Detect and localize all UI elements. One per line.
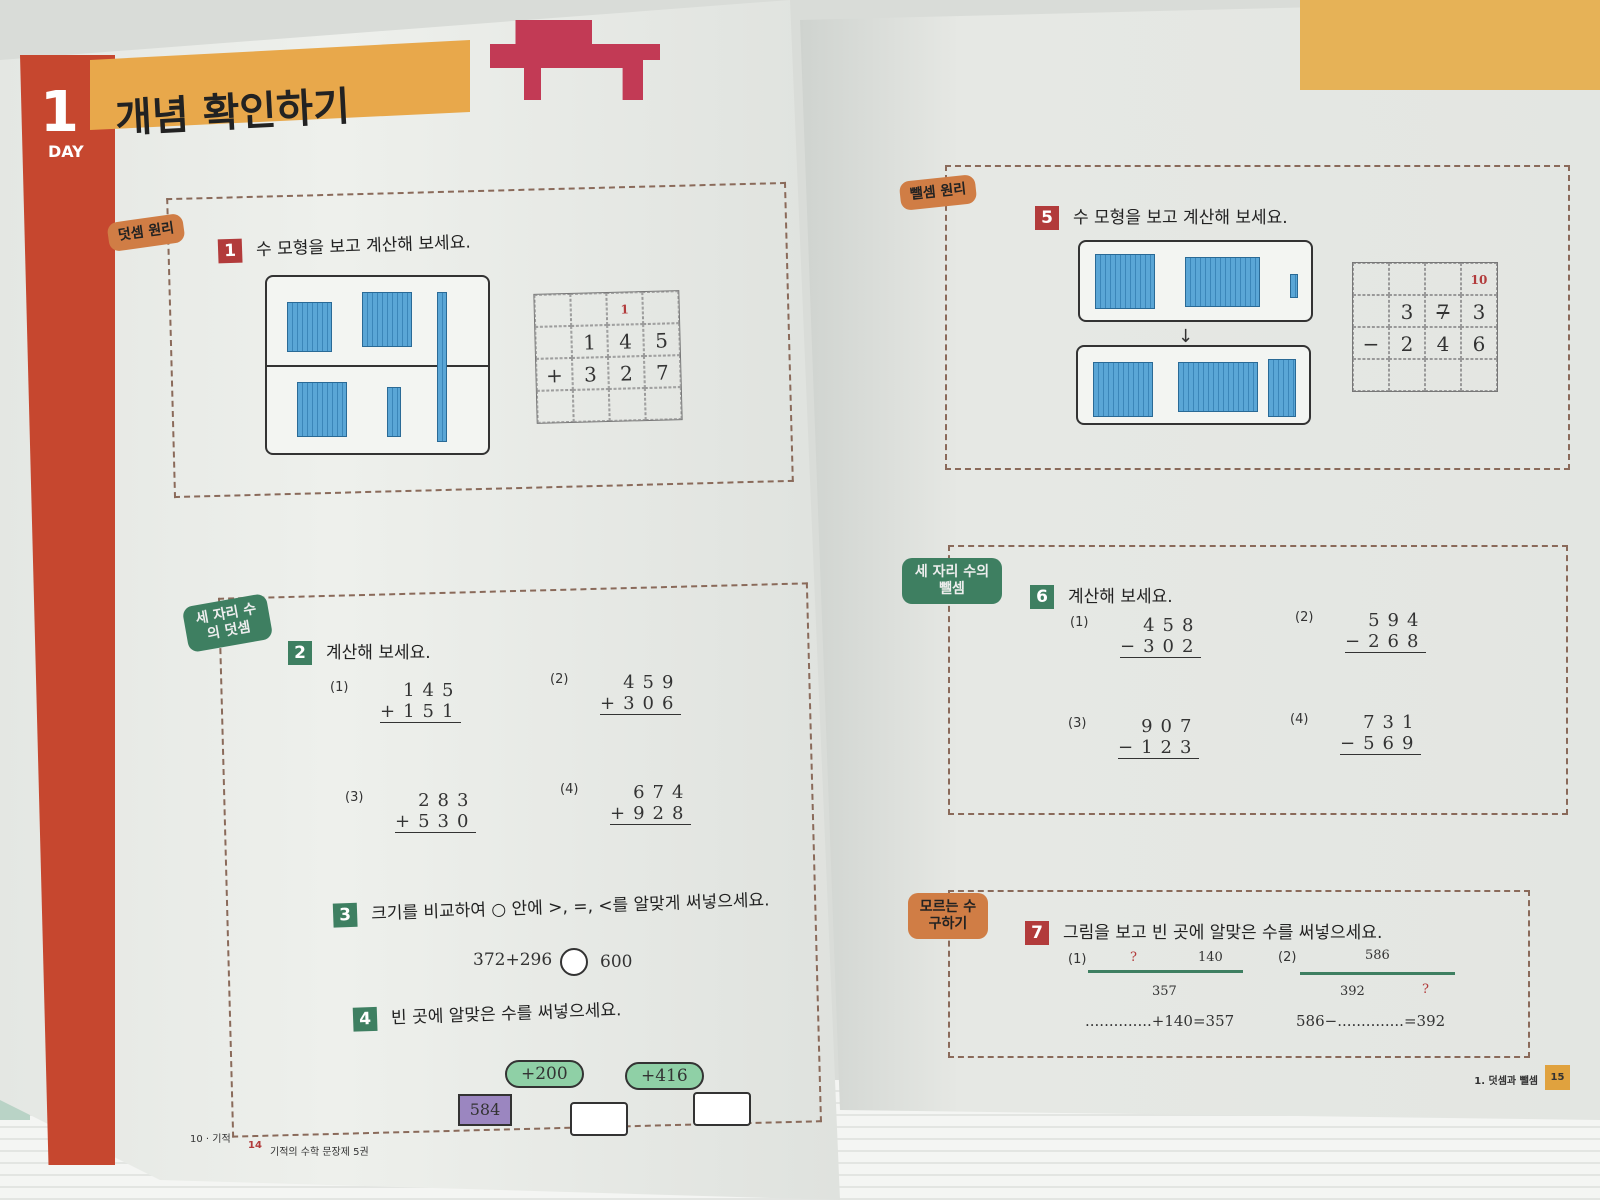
page-number-right: 15	[1545, 1065, 1570, 1090]
question-number: 6	[1030, 585, 1054, 609]
tens-rods	[1178, 362, 1258, 412]
hundreds-flat	[287, 302, 332, 352]
start-number: 584	[458, 1094, 512, 1126]
compare-right: 600	[600, 952, 633, 972]
p1-total: 357	[1152, 984, 1177, 999]
tag-three-digit-subtraction: 세 자리 수의 뺄셈	[902, 558, 1002, 604]
question-number: 5	[1035, 206, 1059, 230]
question-5: 5 수 모형을 보고 계산해 보세요.	[1035, 203, 1288, 230]
answer-box-1[interactable]	[570, 1102, 628, 1136]
subtraction-problem-3: (3)907−123	[1068, 716, 1200, 759]
tens-rods	[362, 292, 412, 347]
subtraction-problem-1: (1)458−302	[1070, 615, 1202, 658]
p1-number-line	[1088, 970, 1243, 973]
addition-problem-2: (2)459+306	[550, 672, 682, 715]
section5-box	[945, 165, 1570, 470]
p2-label: (2)	[1278, 950, 1297, 965]
page-number-left: 14	[248, 1140, 262, 1151]
p1-label: (1)	[1068, 952, 1087, 967]
section2-box	[218, 582, 822, 1138]
section7-box	[948, 890, 1530, 1058]
p2-part: 392	[1340, 984, 1365, 999]
footer-prev: 10 · 기적	[190, 1134, 231, 1145]
ones-units	[437, 292, 447, 442]
question-text: 수 모형을 보고 계산해 보세요.	[1073, 208, 1288, 228]
model-divider	[267, 365, 488, 367]
number-model-figure	[265, 275, 490, 455]
ones-units	[1268, 359, 1296, 417]
ones-units	[1290, 274, 1298, 298]
number-model-bottom	[1076, 345, 1311, 425]
subtraction-problem-2: (2)594−268	[1295, 610, 1427, 653]
p2-total: 586	[1365, 948, 1390, 963]
addition-problem-3: (3)283+530	[345, 790, 477, 833]
p1-unknown: ?	[1130, 950, 1137, 965]
p2-number-line	[1300, 972, 1455, 975]
tens-rods	[387, 387, 401, 437]
day-label: DAY	[48, 142, 84, 161]
question-6: 6 계산해 보세요.	[1030, 582, 1173, 609]
left-page	[0, 0, 840, 1200]
question-text: 계산해 보세요.	[326, 643, 431, 663]
hundreds-cubes	[1095, 254, 1155, 309]
answer-box-2[interactable]	[693, 1092, 751, 1126]
question-7: 7 그림을 보고 빈 곳에 알맞은 수를 써넣으세요.	[1025, 918, 1382, 945]
question-number: 7	[1025, 921, 1049, 945]
question-number: 4	[352, 1006, 378, 1032]
op-plus-416: +416	[625, 1062, 704, 1090]
number-model-top	[1078, 240, 1313, 322]
chapter-title: 1. 덧셈과 뺄셈	[1474, 1076, 1538, 1087]
question-number: 2	[288, 641, 312, 665]
compare-circle-input[interactable]	[560, 948, 588, 976]
question-number: 1	[217, 238, 243, 264]
tens-rods	[1185, 257, 1260, 307]
question-text: 계산해 보세요.	[1068, 587, 1173, 607]
tag-find-unknown: 모르는 수 구하기	[908, 893, 988, 939]
hundreds-cubes	[1093, 362, 1153, 417]
p2-equation: 586−..............=392	[1296, 1012, 1446, 1030]
subtraction-problem-4: (4)731−569	[1290, 712, 1422, 755]
question-text: 그림을 보고 빈 곳에 알맞은 수를 써넣으세요.	[1063, 923, 1383, 943]
book-title: 기적의 수학 문장제 5권	[270, 1147, 369, 1158]
compare-left: 372+296	[473, 950, 553, 970]
question-number: 3	[332, 902, 358, 928]
section6-box	[948, 545, 1568, 815]
p1-equation: ..............+140=357	[1085, 1012, 1235, 1030]
question-2: 2 계산해 보세요.	[288, 638, 431, 665]
addition-problem-4: (4)674+928	[560, 782, 692, 825]
page-title: 개념 확인하기	[114, 83, 351, 143]
day-number: 1	[40, 80, 79, 145]
p2-unknown: ?	[1422, 982, 1429, 997]
hundreds-flats	[297, 382, 347, 437]
p1-part: 140	[1198, 950, 1223, 965]
right-banner	[1300, 0, 1600, 90]
op-plus-200: +200	[505, 1060, 584, 1088]
addition-problem-1: (1)145+151	[330, 680, 462, 723]
arrow-down-icon: ↓	[1178, 326, 1194, 347]
